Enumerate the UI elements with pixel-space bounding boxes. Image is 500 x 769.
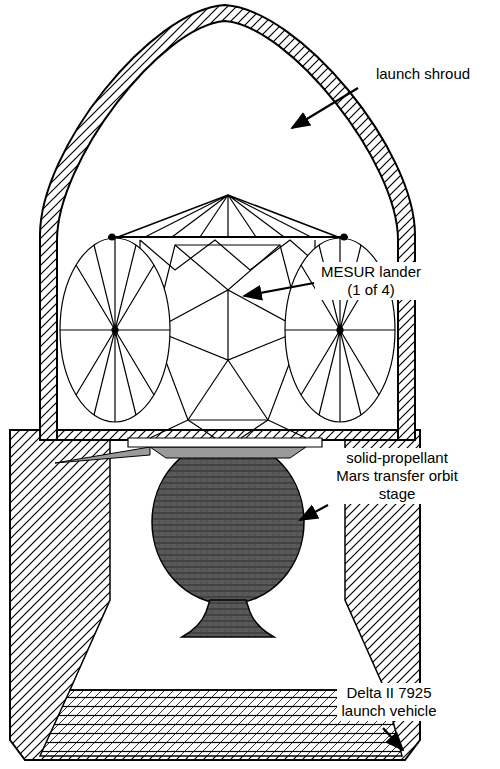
part-label: solid-propellant Mars transfer orbit sta… [330, 448, 464, 504]
leader-arrows [244, 88, 403, 750]
part-label: Delta II 7925 launch vehicle [337, 683, 441, 721]
leader-line [244, 283, 314, 296]
leader-line [383, 728, 403, 750]
part-label: MESUR lander (1 of 4) [315, 262, 427, 300]
leader-line [300, 505, 328, 520]
part-label: launch shroud [358, 64, 488, 84]
transfer-stage [55, 438, 322, 637]
leader-line [292, 88, 358, 128]
mesur-lander [60, 195, 395, 438]
